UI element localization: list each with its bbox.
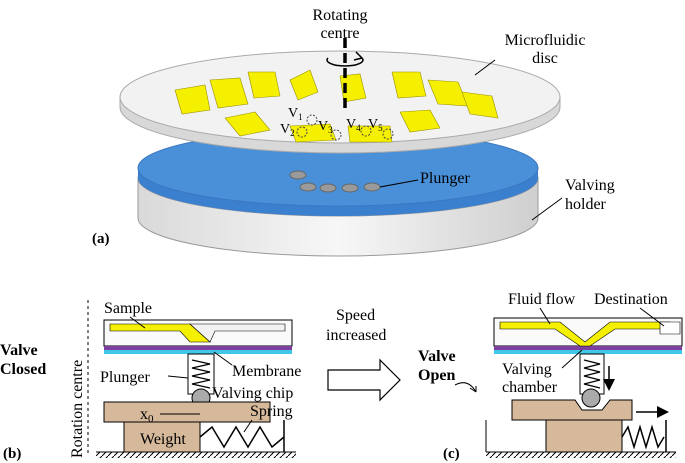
spring-compressed-icon xyxy=(621,424,665,450)
disc-channels xyxy=(174,69,499,143)
spring-icon xyxy=(199,425,285,449)
weight-label: Weight xyxy=(140,431,186,448)
valving-chip-label: Valving chip xyxy=(212,385,293,402)
panel-b: Rotation centre Valve Closed x0 Weight S… xyxy=(0,300,301,462)
rotating-centre-label-1: Rotating xyxy=(312,7,367,24)
panel-a: V1 V2 V3 V4 V5 Rotating centre Microflui… xyxy=(92,7,615,257)
valve-label-4: V4 xyxy=(346,117,361,133)
holder-label-2: holder xyxy=(565,196,607,213)
rotating-centre-label-2: centre xyxy=(320,25,359,42)
valve-open-label-1: Valve xyxy=(418,348,456,365)
rotation-arrow-icon xyxy=(326,57,364,67)
panel-a-tag: (a) xyxy=(92,231,110,247)
valve-label-5: V5 xyxy=(368,117,383,133)
valving-chamber-label-1: Valving xyxy=(502,361,552,378)
valving-chamber-label-2: chamber xyxy=(502,379,558,396)
panel-b-tag: (b) xyxy=(3,446,21,462)
valve-labels: V1 V2 V3 V4 V5 xyxy=(280,106,383,138)
fluid-flow-label: Fluid flow xyxy=(508,291,576,308)
x0-label: x0 xyxy=(140,406,154,425)
transition: Speed increased xyxy=(326,307,401,402)
disc-label-1: Microfluidic xyxy=(505,32,586,49)
speed-label-1: Speed xyxy=(336,307,375,324)
plunger-label-a: Plunger xyxy=(420,170,470,187)
holder-label-1: Valving xyxy=(565,177,615,194)
valve-label-3: V3 xyxy=(318,119,333,135)
valve-closed-label-1: Valve xyxy=(0,342,38,359)
valve-open-label-2: Open xyxy=(418,367,455,384)
valve-closed-label-2: Closed xyxy=(0,361,46,378)
valving-holder xyxy=(137,129,539,257)
membrane-label: Membrane xyxy=(232,363,301,380)
panel-c-tag: (c) xyxy=(443,446,460,462)
speed-label-2: increased xyxy=(326,327,386,344)
valve-markers xyxy=(296,114,394,141)
panel-c: Valve Open Fluid flow Destination Valvin… xyxy=(418,291,683,462)
destination-label: Destination xyxy=(594,291,668,308)
speed-arrow-icon xyxy=(327,358,401,402)
valve-label-1: V1 xyxy=(288,106,303,122)
spring-label: Spring xyxy=(250,403,293,420)
valve-label-2: V2 xyxy=(280,122,295,138)
disc-label-2: disc xyxy=(532,50,558,67)
plunger-label-b: Plunger xyxy=(100,369,150,386)
sample-label: Sample xyxy=(104,300,152,317)
rotation-axis xyxy=(326,38,364,110)
rotation-centre-axis-label: Rotation centre xyxy=(69,360,86,458)
